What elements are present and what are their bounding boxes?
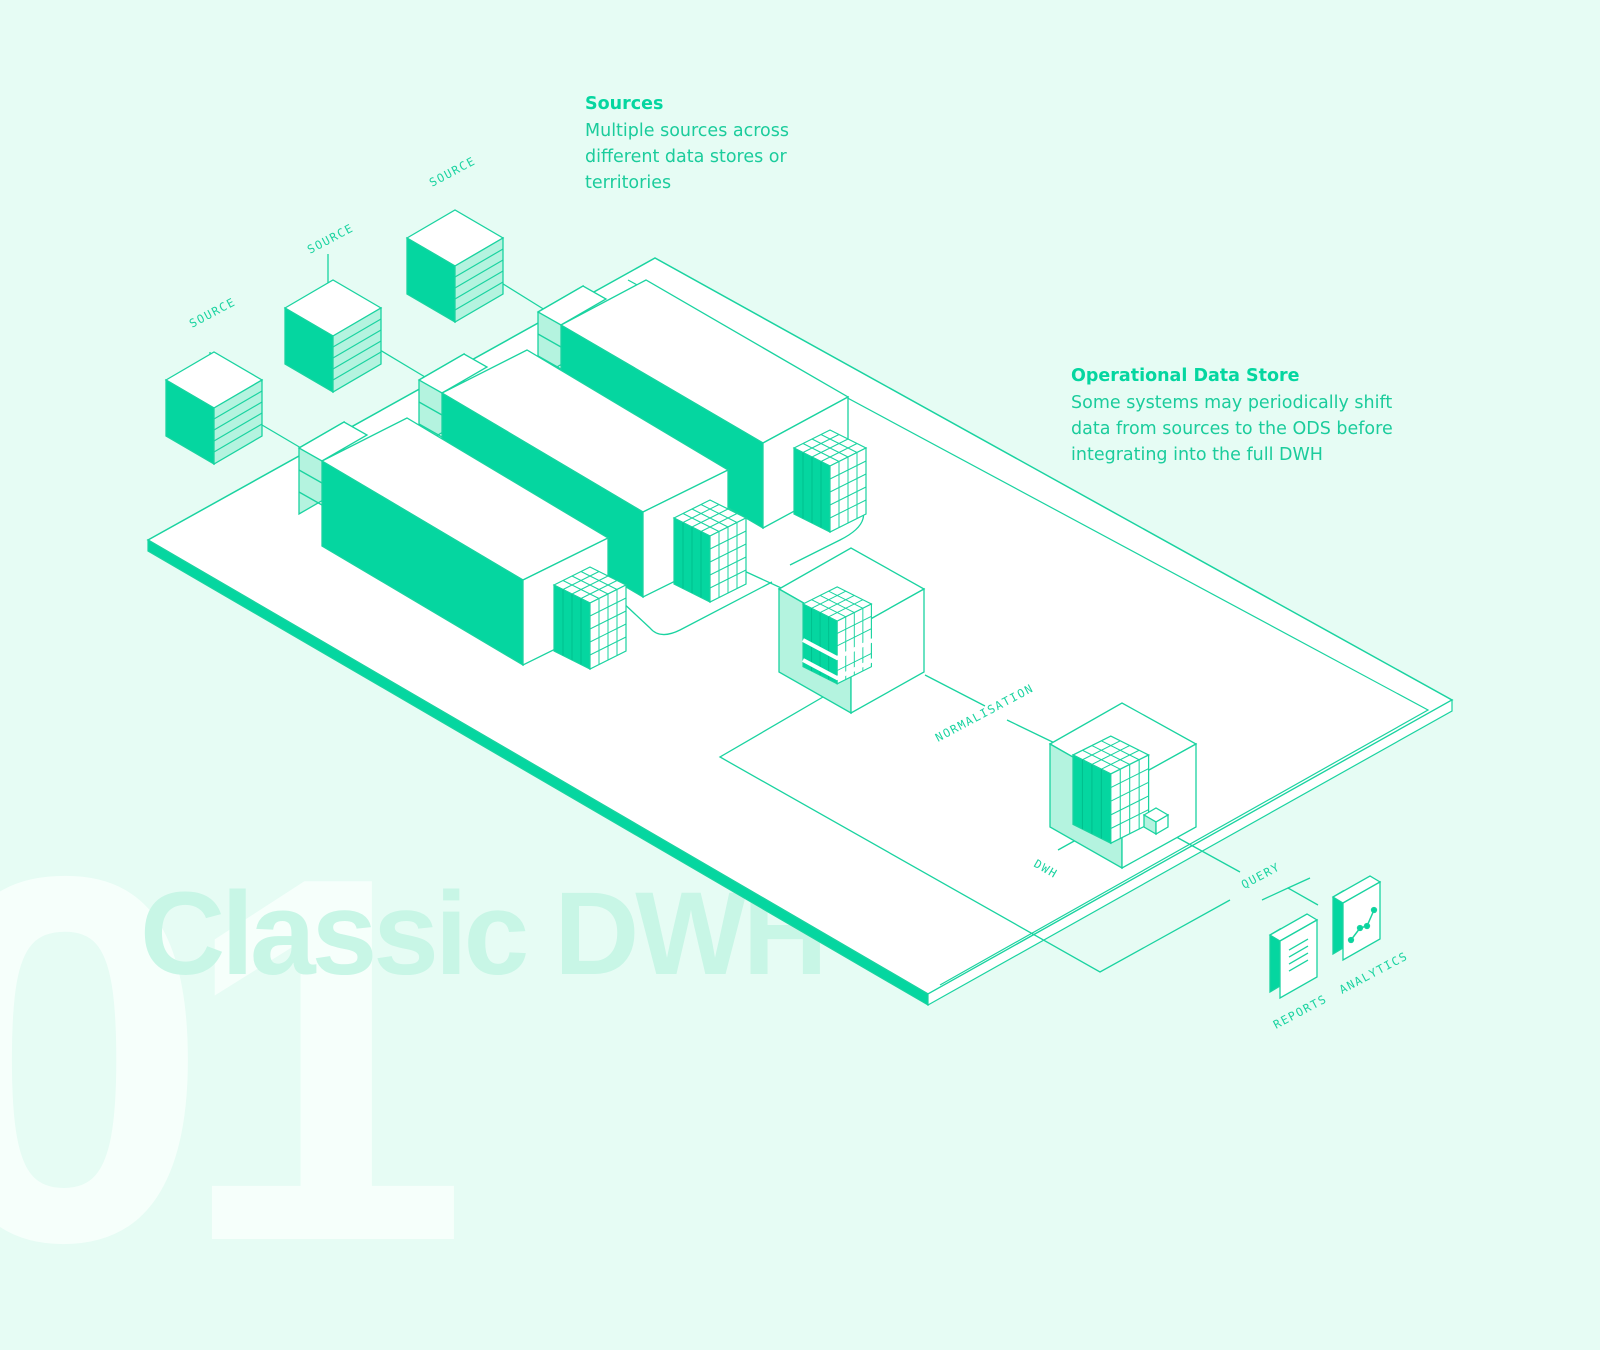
sources-title: Sources (585, 94, 664, 114)
grid-block-3 (793, 429, 867, 533)
ods-cube (777, 547, 926, 715)
grid-block-1 (553, 566, 627, 670)
ods-title: Operational Data Store (1071, 366, 1300, 386)
source-label-1: SOURCE (187, 295, 238, 331)
source-cube-1 (165, 351, 263, 465)
source-cube-3 (406, 209, 504, 323)
analytics-icon (1331, 875, 1382, 962)
sources-description: Multiple sources across different data s… (585, 121, 789, 193)
source-label-3: SOURCE (427, 154, 478, 190)
grid-block-2 (673, 499, 747, 603)
dwh-cube (1048, 702, 1198, 870)
source-label-2: SOURCE (305, 221, 356, 257)
ods-callout: Operational Data Store Some systems may … (1071, 364, 1431, 468)
source-cube-2 (284, 279, 382, 393)
classic-dwh-diagram: SOURCE SOURCE SOURCE NORMALISATION DWH Q… (146, 154, 1454, 1032)
ods-description: Some systems may periodically shift data… (1071, 393, 1393, 465)
sources-callout: Sources Multiple sources across differen… (585, 92, 825, 196)
background-title: Classic DWH (140, 868, 828, 1000)
reports-icon (1268, 913, 1319, 1000)
query-label: QUERY (1239, 860, 1283, 892)
